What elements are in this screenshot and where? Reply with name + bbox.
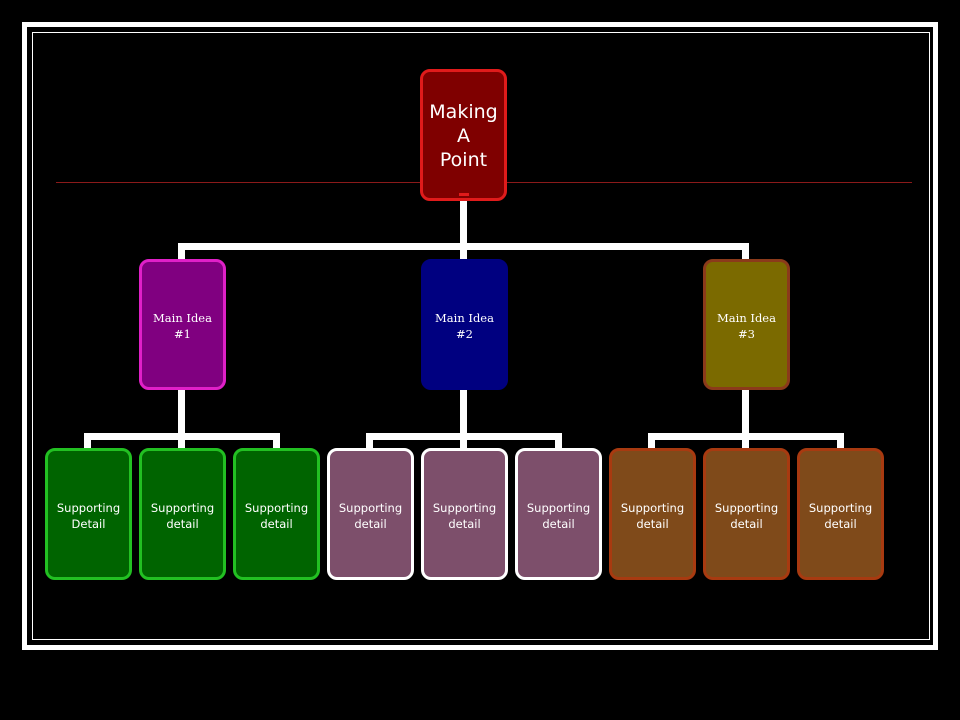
detail-2-3-line-1: Supporting [526,501,591,515]
main-idea-node-2: Main Idea #2 [421,259,508,390]
connector-detail-3-3-drop [837,433,844,449]
main-idea-1-line-1: Main Idea [153,311,212,325]
connector-detail-1-2-drop [178,433,185,449]
connector-detail-2-2-drop [460,433,467,449]
detail-1-3-line-2: detail [260,517,293,531]
detail-node-2-3: Supporting detail [515,448,602,580]
connector-main-1-drop [178,243,185,260]
connector-detail-1-1-drop [84,433,91,449]
connector-main-2-stem [460,390,467,438]
detail-3-3-line-2: detail [824,517,857,531]
connector-detail-3-1-drop [648,433,655,449]
connector-main-3-stem [742,390,749,438]
main-idea-node-3: Main Idea #3 [703,259,790,390]
root-node-bottom-tab [459,193,469,196]
main-idea-2-line-2: #2 [456,327,473,341]
slide-outer-frame [22,22,938,650]
detail-node-3-1: Supporting detail [609,448,696,580]
root-node-line-1: Making [429,101,498,123]
root-node-line-3: Point [439,149,488,171]
detail-node-3-2: Supporting detail [703,448,790,580]
detail-1-2-line-2: detail [166,517,199,531]
root-node: Making A Point [420,69,507,201]
connector-detail-2-3-drop [555,433,562,449]
detail-node-1-2: Supporting detail [139,448,226,580]
detail-3-1-line-2: detail [636,517,669,531]
connector-main-2-drop [460,243,467,260]
detail-3-3-line-1: Supporting [808,501,873,515]
connector-detail-2-1-drop [366,433,373,449]
detail-node-3-3: Supporting detail [797,448,884,580]
detail-node-1-1: Supporting Detail [45,448,132,580]
detail-2-3-line-2: detail [542,517,575,531]
detail-node-2-1: Supporting detail [327,448,414,580]
connector-detail-3-2-drop [742,433,749,449]
main-idea-3-line-1: Main Idea [717,311,776,325]
connector-detail-1-3-drop [273,433,280,449]
detail-2-2-line-2: detail [448,517,481,531]
detail-node-2-2: Supporting detail [421,448,508,580]
detail-1-1-line-2: Detail [71,517,106,531]
main-idea-1-line-2: #1 [174,327,191,341]
connector-root-stem [460,201,467,248]
slide-inner-frame [32,32,930,640]
connector-main-1-stem [178,390,185,438]
detail-3-2-line-2: detail [730,517,763,531]
main-idea-node-1: Main Idea #1 [139,259,226,390]
detail-2-2-line-1: Supporting [432,501,497,515]
connector-main-3-drop [742,243,749,260]
detail-1-3-line-1: Supporting [244,501,309,515]
detail-2-1-line-2: detail [354,517,387,531]
detail-1-1-line-1: Supporting [56,501,121,515]
detail-3-2-line-1: Supporting [714,501,779,515]
main-idea-3-line-2: #3 [738,327,755,341]
detail-3-1-line-1: Supporting [620,501,685,515]
detail-node-1-3: Supporting detail [233,448,320,580]
detail-2-1-line-1: Supporting [338,501,403,515]
main-idea-2-line-1: Main Idea [435,311,494,325]
detail-1-2-line-1: Supporting [150,501,215,515]
root-node-line-2: A [457,125,470,147]
